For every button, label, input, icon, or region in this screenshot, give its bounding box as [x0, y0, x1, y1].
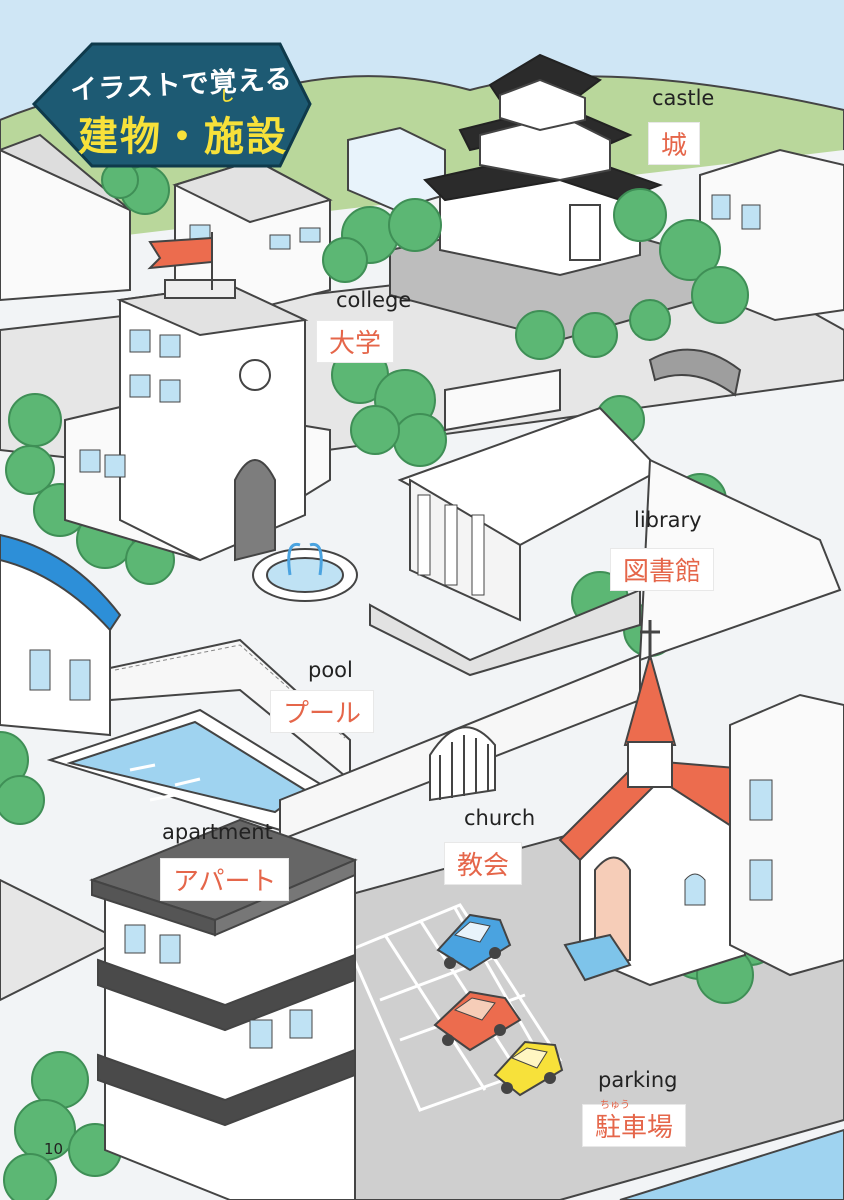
label-castle-en: castle: [652, 86, 715, 110]
apartment-building: [89, 818, 358, 1200]
college-building: [64, 279, 331, 562]
library-building: [369, 368, 842, 677]
label-church-ja: 教会: [444, 842, 523, 885]
label-college-ja: 大学: [316, 320, 395, 363]
flag: [147, 232, 213, 290]
church-building: [558, 620, 762, 987]
label-parking-en: parking: [598, 1068, 678, 1092]
pool-building: [0, 533, 122, 737]
building-right-mid: [729, 693, 844, 977]
label-parking-ja: 駐車場: [582, 1104, 687, 1147]
label-college-en: college: [336, 288, 412, 312]
label-apartment-ja: アパート: [160, 858, 290, 901]
label-apartment-en: apartment: [162, 820, 273, 844]
fountain: [252, 542, 358, 602]
label-pool-ja: プール: [270, 690, 375, 733]
car-yellow: [493, 1040, 564, 1097]
title-badge: [31, 42, 312, 168]
swimming-pool: [46, 708, 332, 832]
title-line-2: 建物・施設: [78, 114, 288, 160]
building-hotel: [172, 158, 333, 312]
water: [619, 1128, 844, 1200]
label-church-en: church: [464, 806, 536, 830]
castle: [389, 53, 701, 342]
label-pool-en: pool: [308, 658, 353, 682]
label-castle-ja: 城: [648, 122, 701, 165]
page-number: 10: [44, 1140, 64, 1158]
car-blue: [436, 913, 512, 972]
road-left: [0, 878, 123, 1002]
building-left-top: [0, 133, 131, 302]
label-library-ja: 図書館: [610, 548, 715, 591]
car-red: [433, 990, 522, 1052]
title-ruby: し: [220, 89, 234, 105]
label-library-en: library: [634, 508, 702, 532]
bridge: [648, 348, 742, 397]
label-parking-ruby: ちゅう: [600, 1100, 630, 1111]
